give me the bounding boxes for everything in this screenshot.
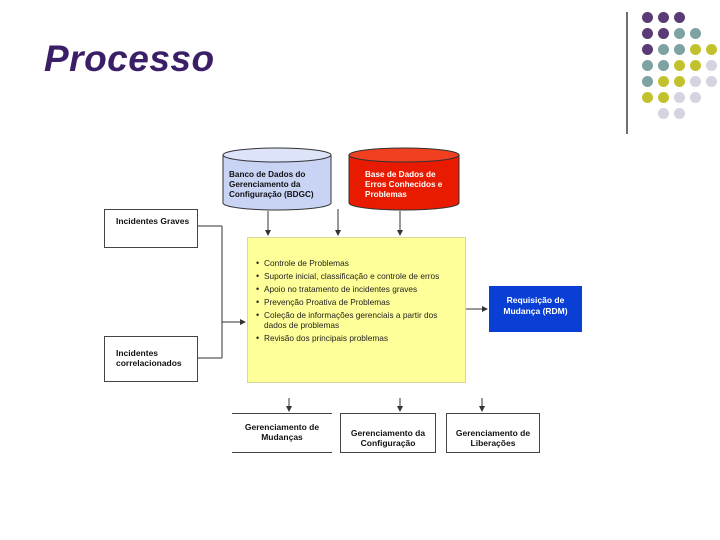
dot [642, 76, 653, 87]
page-title: Processo [44, 38, 215, 79]
dot [642, 60, 653, 71]
dot [658, 108, 669, 119]
dot [642, 28, 653, 39]
dot [674, 28, 685, 39]
release-management-box: Gerenciamento de Liberações [446, 413, 540, 453]
problem-management-activities-box: Controle de Problemas Suporte inicial, c… [247, 237, 466, 383]
rdm-label: Requisição de Mudança (RDM) [503, 295, 568, 316]
change-management-box: Gerenciamento de Mudanças [232, 413, 332, 453]
dot [674, 44, 685, 55]
known-errors-database-cylinder [348, 147, 460, 211]
dot [642, 44, 653, 55]
bdgc-label: Banco de Dados do Gerenciamento da Confi… [229, 170, 314, 199]
dot [706, 60, 717, 71]
dot [674, 92, 685, 103]
dot [642, 12, 653, 23]
dot [658, 76, 669, 87]
activity-item: Controle de Problemas [256, 258, 459, 268]
bdgc-database-cylinder [222, 147, 332, 211]
activity-item: Revisão dos principais problemas [256, 333, 459, 343]
dot [690, 76, 701, 87]
dot [674, 76, 685, 87]
configuration-management-label: Gerenciamento da Configuração [350, 428, 426, 448]
dot [658, 60, 669, 71]
dot [674, 12, 685, 23]
dot [642, 92, 653, 103]
dot [690, 28, 701, 39]
dot [674, 60, 685, 71]
dot [706, 76, 717, 87]
major-incidents-box: Incidentes Graves [104, 209, 198, 248]
activity-item: Apoio no tratamento de incidentes graves [256, 284, 459, 294]
release-management-label: Gerenciamento de Liberações [455, 428, 531, 448]
activity-item: Prevenção Proativa de Problemas [256, 297, 459, 307]
dot [690, 44, 701, 55]
correlated-incidents-box: Incidentes correlacionados [104, 336, 198, 382]
known-errors-label: Base de Dados de Erros Conhecidos e Prob… [365, 170, 443, 199]
correlated-incidents-label: Incidentes correlacionados [116, 348, 182, 368]
change-management-label: Gerenciamento de Mudanças [244, 422, 320, 442]
dot [658, 28, 669, 39]
activities-list: Controle de Problemas Suporte inicial, c… [248, 238, 465, 343]
dot [674, 108, 685, 119]
activity-item: Suporte inicial, classificação e control… [256, 271, 459, 281]
divider-line [626, 12, 628, 134]
configuration-management-box: Gerenciamento da Configuração [340, 413, 436, 453]
dot [690, 92, 701, 103]
dot [658, 44, 669, 55]
activity-item: Coleção de informações gerenciais a part… [256, 310, 459, 330]
dot [658, 92, 669, 103]
major-incidents-label: Incidentes Graves [116, 216, 190, 226]
dot [690, 60, 701, 71]
dot [658, 12, 669, 23]
dot [706, 44, 717, 55]
rdm-output-box: Requisição de Mudança (RDM) [489, 286, 582, 332]
